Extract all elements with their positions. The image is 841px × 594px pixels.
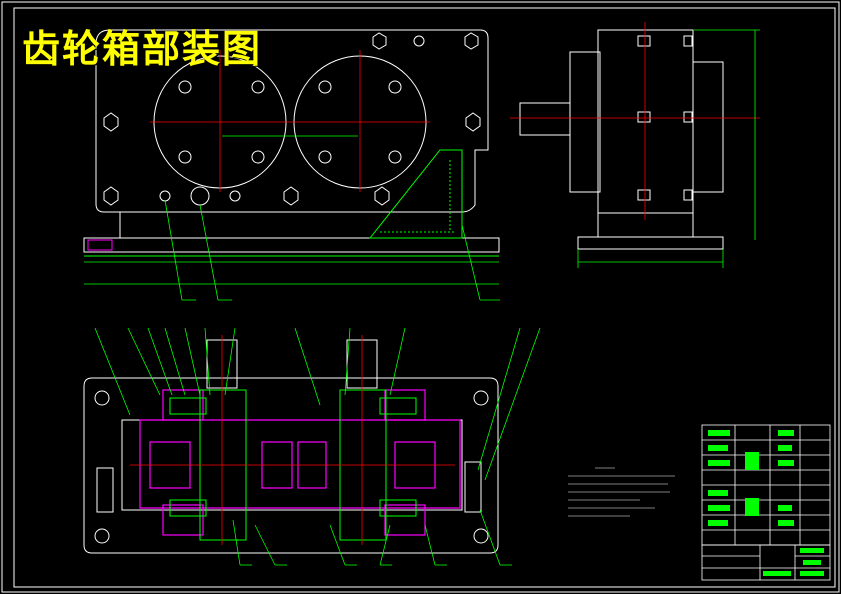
side-view-dimensions: [577, 29, 760, 268]
bolt-icon: [637, 111, 651, 123]
parts-list-table: [701, 424, 831, 546]
bolt-hole: [94, 390, 110, 406]
bolt-icon: [103, 112, 119, 132]
bolt-hole: [473, 390, 489, 406]
part-leader-lines: [94, 327, 541, 566]
title-block-labels: [763, 548, 824, 576]
bolt-icon: [372, 32, 387, 50]
side-view: [519, 29, 724, 250]
parts-list-entries: [708, 430, 794, 526]
plan-view-section: [139, 389, 461, 536]
technical-notes: [568, 467, 675, 517]
support-rib-hatch: [380, 160, 455, 233]
plan-view-center-lines: [130, 335, 455, 545]
bolt-icon: [637, 35, 651, 47]
bolt-icon: [465, 112, 481, 132]
drawing-title: 齿轮箱部装图: [22, 27, 263, 71]
bolt-icon: [637, 189, 651, 201]
base-hatch-left: [87, 239, 113, 251]
front-view-dimensions: [84, 135, 500, 301]
support-rib: [368, 149, 463, 239]
inner-frame: [13, 7, 836, 588]
side-view-center-lines: [510, 22, 760, 220]
title-block: [701, 544, 831, 581]
bolt-icon: [464, 32, 479, 50]
plan-view: [83, 339, 499, 554]
bolt-icon: [103, 186, 119, 206]
bolt-icon: [683, 111, 693, 123]
front-view-center-lines: [150, 50, 430, 192]
bolt-icon: [374, 186, 390, 206]
bolt-icon: [683, 35, 693, 47]
bolt-hole: [94, 528, 110, 544]
bolt-hole: [473, 528, 489, 544]
bolt-icon: [683, 189, 693, 201]
bolt-icon: [283, 186, 299, 206]
